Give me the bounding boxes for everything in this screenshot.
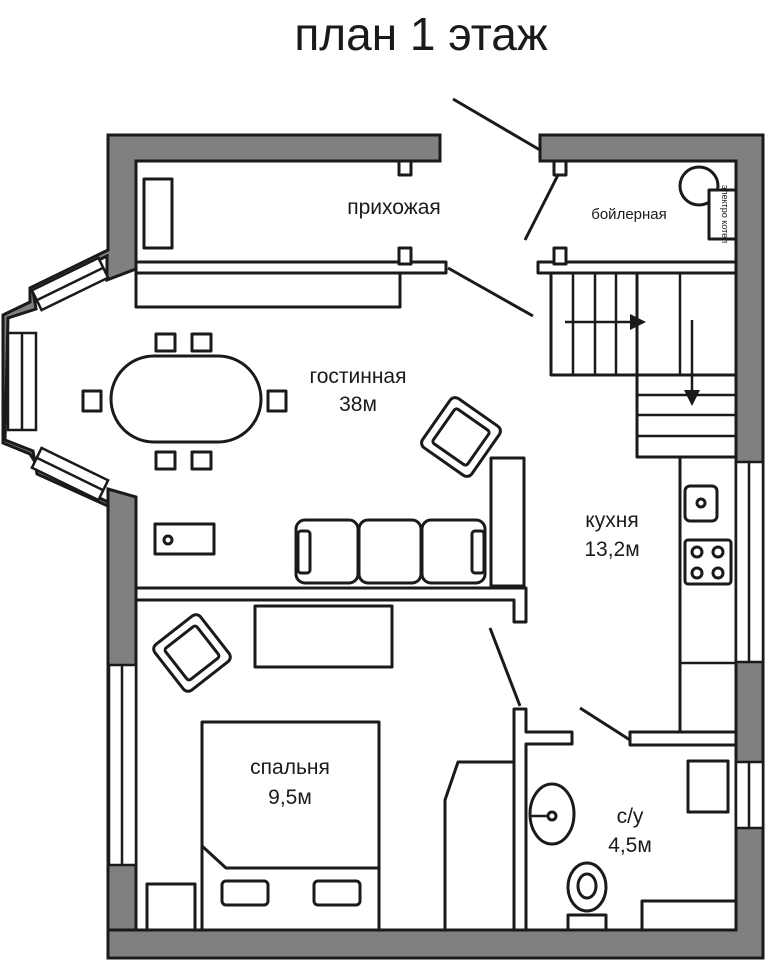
dining-chair [81, 389, 103, 413]
plan-title: план 1 этаж [294, 8, 547, 60]
bedroom-area: 9,5м [268, 786, 312, 809]
bedroom-label: спальня [250, 756, 330, 779]
kitchen-stove [683, 538, 733, 586]
dining-chair [154, 450, 177, 471]
window-bay-lower [30, 446, 110, 502]
wall-right-bottom [106, 133, 765, 960]
dining-chair [190, 450, 213, 471]
window-kitchen-right [734, 460, 765, 664]
interior-walls [134, 159, 738, 932]
stairs-arrowhead-right [630, 314, 646, 330]
bathroom-area: 4,5м [608, 834, 652, 857]
stairs-landing [635, 271, 738, 377]
bed-headboard [200, 844, 381, 932]
boiler-room: электро котел бойлерная [591, 165, 738, 243]
electric-boiler [707, 188, 738, 241]
dining-chair [154, 332, 177, 353]
dining-table [109, 354, 263, 444]
wall-living-bedroom [134, 586, 528, 624]
bathroom-washing-machine [686, 759, 730, 814]
stove-burner [711, 545, 725, 559]
bed-pillow [220, 879, 270, 907]
windows [6, 256, 765, 867]
door-entry-1 [452, 97, 541, 152]
bed-pillow [312, 879, 362, 907]
window-bay-front [6, 331, 38, 432]
door-hallway [447, 266, 534, 318]
window-bathroom-right [734, 760, 765, 830]
bathroom-label: с/у [617, 805, 644, 828]
toilet-tank [566, 913, 608, 932]
door-boiler [523, 174, 560, 241]
sofa [294, 456, 526, 588]
hallway: прихожая [134, 177, 441, 309]
bedroom-nightstand [145, 882, 197, 932]
door-bedroom [488, 627, 522, 707]
hallway-label: прихожая [347, 196, 441, 219]
stove-burner [690, 545, 704, 559]
kitchen: кухня 13,2м [584, 457, 736, 732]
dining-chair [266, 389, 288, 413]
washbasin-drain [546, 810, 558, 822]
stairs-arrowhead-down [684, 390, 700, 406]
living-cabinet-knob [162, 534, 174, 546]
bedroom-tv-stand [253, 604, 394, 669]
bedroom: спальня 9,5м [145, 604, 516, 932]
stove-burner [690, 566, 704, 580]
hallway-cabinet [142, 177, 174, 250]
kitchen-label: кухня [585, 509, 638, 532]
wall-boiler-south [536, 260, 738, 275]
wall-post-top-right [552, 159, 568, 177]
door-bathroom [579, 706, 631, 742]
kitchen-area: 13,2м [584, 538, 639, 561]
stairs [549, 271, 738, 459]
wall-hallway-post [397, 246, 413, 266]
hallway-wardrobe [134, 271, 402, 309]
window-bay-upper [30, 256, 110, 312]
armchair-bedroom [152, 613, 232, 693]
wall-boiler-post [552, 246, 568, 266]
boiler-equipment-label: электро котел [720, 185, 730, 243]
living-room: гостинная 38м [81, 332, 526, 588]
bathroom: с/у 4,5м [528, 759, 738, 932]
dining-chair [190, 332, 213, 353]
kitchen-sink-drain [695, 497, 707, 509]
bathroom-cabinet [640, 899, 738, 932]
bedroom-wardrobe [443, 760, 516, 932]
armchair-living [420, 396, 502, 478]
living-area: 38м [339, 393, 377, 416]
wall-post-top-left [397, 159, 413, 177]
living-label: гостинная [310, 365, 407, 388]
doors [447, 97, 631, 742]
wall-bath-partition [512, 707, 574, 932]
toilet-seat [576, 872, 598, 900]
window-bedroom-left [107, 663, 138, 867]
wall-kitchen-bath [628, 730, 738, 747]
boiler-label: бойлерная [591, 206, 667, 223]
stove-burner [711, 566, 725, 580]
